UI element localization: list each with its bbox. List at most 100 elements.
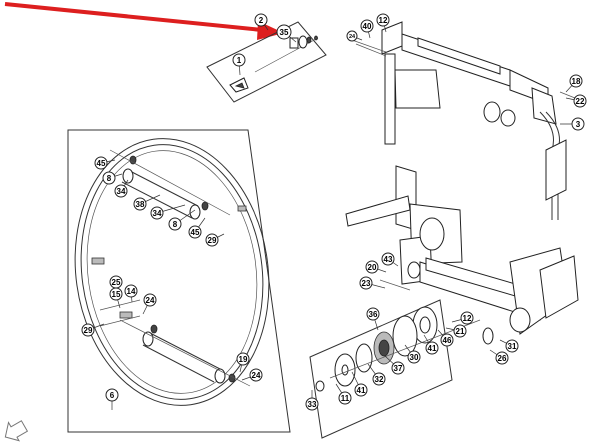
- callout-40: 40: [360, 19, 374, 39]
- wheel-assembly-box: [67, 129, 291, 433]
- callout-label: 8: [173, 220, 178, 229]
- callout-24: 24: [346, 30, 363, 42]
- callout-8: 8: [102, 171, 123, 185]
- callout-label: 30: [410, 353, 419, 362]
- callout-circle: [124, 284, 138, 298]
- upper-frame-assembly: [351, 21, 581, 220]
- callout-label: 14: [127, 287, 136, 296]
- callout-label: 36: [369, 310, 378, 319]
- callout-circle: [359, 276, 373, 290]
- callout-circle: [105, 388, 119, 402]
- callout-29: 29: [205, 233, 225, 247]
- callout-label: 34: [153, 209, 162, 218]
- callout-23: 23: [359, 276, 386, 290]
- callout-circle: [338, 391, 352, 405]
- callout-label: 40: [363, 22, 372, 31]
- main-frame-assembly: [345, 165, 579, 335]
- callout-circle: [407, 350, 421, 364]
- callout-circle: [381, 252, 395, 266]
- callout-label: 8: [107, 174, 112, 183]
- callout-2: 2: [254, 13, 269, 31]
- callout-circle: [495, 351, 509, 365]
- callout-45: 45: [188, 217, 206, 239]
- callout-label: 6: [110, 391, 115, 400]
- callout-24: 24: [241, 368, 263, 382]
- callout-34: 34: [150, 204, 186, 220]
- callout-46: 46: [437, 329, 454, 347]
- callout-label: 37: [394, 364, 403, 373]
- callout-34: 34: [114, 179, 129, 198]
- callout-circle: [354, 383, 368, 397]
- callout-label: 12: [463, 314, 472, 323]
- callout-circle: [94, 156, 108, 170]
- callout-circle: [102, 171, 116, 185]
- callout-26: 26: [489, 349, 509, 365]
- callout-layer: 2351244012182234583438348452943202325141…: [81, 13, 587, 411]
- callout-19: 19: [236, 352, 250, 373]
- callout-12: 12: [376, 13, 390, 33]
- callout-30: 30: [404, 344, 421, 364]
- callout-label: 21: [456, 327, 465, 336]
- callout-21: 21: [445, 324, 467, 338]
- callout-22: 22: [565, 94, 587, 108]
- callout-label: 3: [576, 120, 581, 129]
- callout-circle: [133, 197, 147, 211]
- callout-circle: [254, 13, 268, 27]
- callout-circle: [168, 217, 182, 231]
- callout-label: 19: [239, 355, 248, 364]
- callout-label: 12: [379, 16, 388, 25]
- callout-3: 3: [560, 117, 585, 131]
- callout-38: 38: [133, 194, 161, 211]
- callout-label: 32: [375, 375, 384, 384]
- callout-circle: [569, 74, 583, 88]
- callout-label: 11: [341, 394, 350, 403]
- callout-label: 20: [368, 263, 377, 272]
- callout-label: 46: [443, 336, 452, 345]
- callout-label: 33: [308, 400, 317, 409]
- callout-circle: [150, 206, 164, 220]
- callout-15: 15: [109, 287, 123, 309]
- callout-label: 24: [349, 34, 356, 40]
- callout-18: 18: [565, 74, 583, 93]
- callout-circle: [365, 260, 379, 274]
- callout-label: 45: [191, 228, 200, 237]
- callout-label: 24: [252, 371, 261, 380]
- callout-6: 6: [105, 388, 119, 410]
- callout-label: 29: [208, 236, 217, 245]
- callout-41: 41: [423, 334, 439, 355]
- callout-circle: [205, 233, 219, 247]
- callout-20: 20: [365, 260, 387, 274]
- callout-circle: [305, 397, 319, 411]
- callout-14: 14: [124, 284, 138, 303]
- callout-31: 31: [499, 339, 519, 353]
- callout-circle: [366, 307, 380, 321]
- callout-circle: [109, 287, 123, 301]
- callout-41: 41: [351, 371, 368, 397]
- callout-label: 1: [237, 56, 242, 65]
- callout-circle: [505, 339, 519, 353]
- drive-detail-box: [309, 299, 494, 439]
- callout-circle: [188, 225, 202, 239]
- callout-label: 41: [428, 344, 437, 353]
- callout-1: 1: [232, 53, 246, 76]
- outline-arrow-icon[interactable]: [0, 416, 29, 442]
- callout-11: 11: [335, 383, 352, 405]
- callout-8: 8: [168, 209, 196, 231]
- callout-circle: [236, 352, 250, 366]
- callout-label: 26: [498, 354, 507, 363]
- callout-24: 24: [142, 293, 157, 315]
- callout-label: 35: [280, 28, 289, 37]
- callout-label: 29: [84, 326, 93, 335]
- callout-37: 37: [384, 355, 405, 375]
- kit-detail-box: [206, 21, 327, 103]
- callout-label: 31: [508, 342, 517, 351]
- callout-circle: [346, 30, 358, 42]
- callout-36: 36: [366, 307, 380, 331]
- callout-circle: [391, 361, 405, 375]
- callout-circle: [276, 24, 292, 40]
- callout-label: 43: [384, 255, 393, 264]
- callout-label: 41: [357, 386, 366, 395]
- callout-35: 35: [276, 24, 297, 43]
- red-pointer-arrow: [4, 2, 284, 40]
